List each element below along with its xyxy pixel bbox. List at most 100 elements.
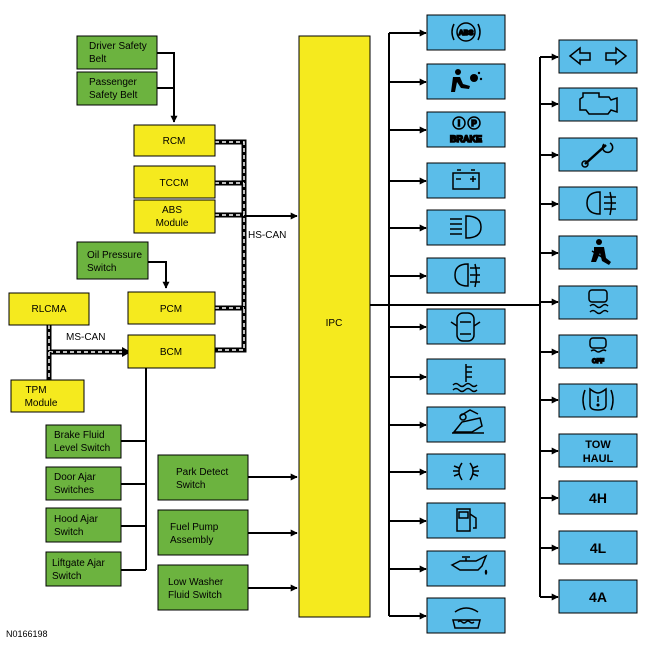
fuel-pump-icon xyxy=(456,508,477,532)
figure-id: N0166198 xyxy=(6,629,48,639)
passenger-belt-switch xyxy=(76,71,158,106)
tccm-label: TCCM xyxy=(160,178,189,189)
door-ajar-car-icon xyxy=(450,312,481,342)
rear-fog-icon xyxy=(454,263,480,288)
tow-haul-line1: TOW xyxy=(585,439,611,451)
oil-can-icon xyxy=(450,554,488,576)
4a-text: 4A xyxy=(589,589,607,605)
driver-belt-line2: Belt xyxy=(89,54,106,65)
oil-pressure-line2: Switch xyxy=(87,263,116,274)
brake-fluid-line1: Brake Fluid xyxy=(54,430,105,441)
check-engine-icon xyxy=(579,92,618,115)
high-beam-icon xyxy=(450,215,482,239)
brake-fluid-switch xyxy=(45,424,122,459)
washer-fluid-icon xyxy=(452,607,481,629)
park-detect-switch xyxy=(157,454,249,501)
battery-indicator xyxy=(426,162,506,199)
4l-indicator xyxy=(558,530,638,565)
check-engine-indicator xyxy=(558,87,638,122)
park-detect-line1: Park Detect xyxy=(176,467,228,478)
front-fog-icon xyxy=(586,191,616,216)
park-detect-line2: Switch xyxy=(176,480,205,491)
passenger-belt-line1: Passenger xyxy=(89,77,137,88)
rcm-module xyxy=(133,124,216,157)
low-washer-indicator xyxy=(426,597,506,634)
oil-to-pcm-line xyxy=(148,261,170,289)
tow-haul-indicator xyxy=(558,433,638,468)
abs-icon-text: ABS xyxy=(459,30,474,37)
hood-ajar-switch xyxy=(45,507,122,543)
driver-belt-line1: Driver Safety xyxy=(89,41,147,52)
hs-can-bus xyxy=(215,139,247,353)
abs-label-line1: ABS xyxy=(162,205,182,216)
door-ajar-line2: Switches xyxy=(54,485,94,496)
brake-exclaim-text: ! xyxy=(458,119,461,128)
ipc-label: IPC xyxy=(326,318,343,329)
indicators-column-1 xyxy=(426,14,506,634)
parking-lamp-indicator xyxy=(426,453,506,490)
brake-warning-icon xyxy=(452,116,481,130)
4l-text: 4L xyxy=(590,540,607,556)
hood-ajar-line2: Switch xyxy=(54,527,83,538)
driver-belt-switch xyxy=(76,35,158,70)
tccm-module xyxy=(133,165,216,199)
inputs xyxy=(45,35,249,611)
tpm-module xyxy=(10,379,85,413)
ms-can-bus xyxy=(46,325,123,380)
tow-haul-line2: HAUL xyxy=(583,453,614,465)
belt-to-rcm-line xyxy=(157,52,178,123)
hood-ajar-line1: Hood Ajar xyxy=(54,514,99,525)
hs-can-label: HS-CAN xyxy=(248,230,286,241)
door-ajar-line1: Door Ajar xyxy=(54,472,96,483)
ipc-module xyxy=(298,35,371,618)
ms-can-arrowhead xyxy=(122,347,131,357)
traction-control-icon xyxy=(588,289,609,315)
indicators-column-2 xyxy=(558,39,638,614)
pcm-label: PCM xyxy=(160,304,182,315)
pcm-module xyxy=(127,291,216,325)
abs-module xyxy=(133,199,216,234)
fuel-pump-line2: Assembly xyxy=(170,535,213,546)
service-wrench-indicator xyxy=(558,137,638,172)
bcm-module xyxy=(127,334,216,369)
rcm-label: RCM xyxy=(163,136,186,147)
battery-icon xyxy=(452,169,480,190)
low-washer-line2: Fluid Switch xyxy=(168,590,222,601)
airbag-icon xyxy=(451,69,483,92)
low-washer-switch xyxy=(157,564,249,611)
bcm-label: BCM xyxy=(160,347,182,358)
oil-pressure-switch xyxy=(76,241,149,280)
passenger-belt-line2: Safety Belt xyxy=(89,90,138,101)
connections xyxy=(121,29,559,620)
turn-signal-indicator xyxy=(558,39,638,74)
tpms-icon xyxy=(582,387,614,411)
rear-fog-indicator xyxy=(426,257,506,294)
brake-fluid-line2: Level Switch xyxy=(54,443,110,454)
door-ajar-indicator xyxy=(426,308,506,345)
abs-indicator xyxy=(426,14,506,51)
abs-warning-icon xyxy=(451,22,481,42)
low-washer-line1: Low Washer xyxy=(168,577,224,588)
fuel-pump-line1: Fuel Pump xyxy=(170,522,219,533)
tpm-label-line2: Module xyxy=(25,398,58,409)
modules xyxy=(8,35,371,618)
liftgate-ajar-line1: Liftgate Ajar xyxy=(52,558,105,569)
wrench-icon xyxy=(581,142,614,168)
4h-indicator xyxy=(558,480,638,515)
seatbelt-strap xyxy=(591,250,606,260)
rlcma-label: RLCMA xyxy=(31,304,66,315)
tpm-label-line1: TPM xyxy=(25,385,46,396)
door-ajar-switch xyxy=(45,466,122,501)
liftgate-ajar-line2: Switch xyxy=(52,571,81,582)
oil-pressure-line1: Oil Pressure xyxy=(87,250,142,261)
ms-can-label: MS-CAN xyxy=(66,332,105,343)
traction-off-icon xyxy=(589,337,607,353)
coolant-temp-icon xyxy=(452,364,478,393)
abs-label-line2: Module xyxy=(156,218,189,229)
fuel-pump-assembly xyxy=(157,509,249,556)
4h-text: 4H xyxy=(589,490,607,506)
parking-lamp-icon xyxy=(453,462,479,481)
brake-indicator xyxy=(426,111,506,148)
